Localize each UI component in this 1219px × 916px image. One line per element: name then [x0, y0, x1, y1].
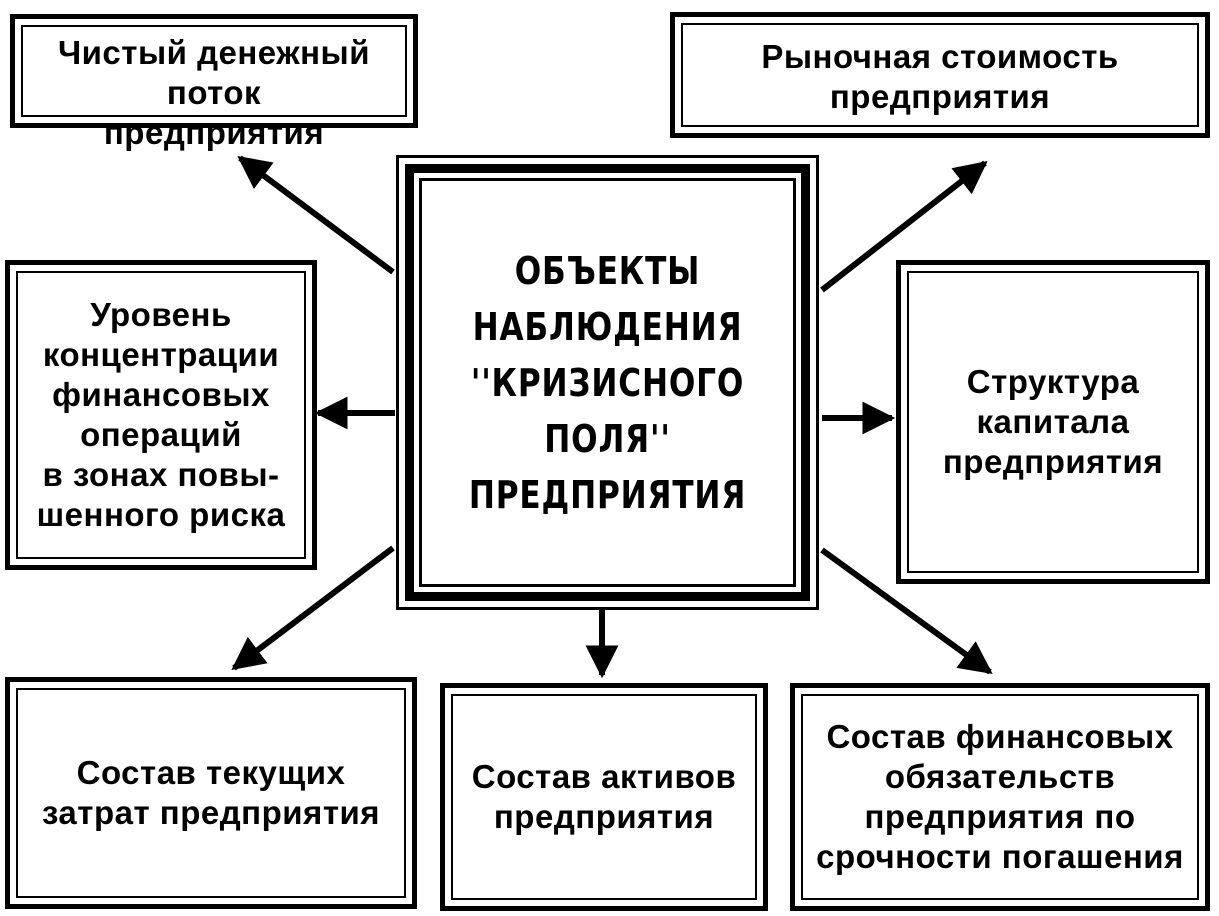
center-box: ОБЪЕКТЫ НАБЛЮДЕНИЯ ''КРИЗИСНОГО ПОЛЯ'' П… [396, 155, 819, 610]
arrow-bottom-right [820, 547, 993, 675]
box-market-value: Рыночная стоимость предприятия [670, 12, 1210, 138]
arrow-top-right [820, 160, 988, 293]
box-net-cash-flow-label: Чистый денежный поток предприятия [57, 34, 371, 151]
box-current-costs-label: Состав текущих затрат предприятия [41, 754, 381, 831]
box-capital-structure: Структура капитала предприятия [896, 260, 1210, 584]
arrow-bottom-left [231, 545, 395, 671]
box-assets: Состав активов предприятия [440, 683, 768, 911]
box-risk-concentration: Уровень концентрации финансовых операций… [5, 260, 317, 570]
box-market-value-label: Рыночная стоимость предприятия [761, 38, 1119, 115]
box-net-cash-flow: Чистый денежный поток предприятия [10, 14, 418, 151]
box-financial-liabilities: Состав финансовых обязательств предприят… [790, 683, 1210, 911]
box-risk-concentration-label: Уровень концентрации финансовых операций… [36, 296, 286, 533]
center-title: ОБЪЕКТЫ НАБЛЮДЕНИЯ ''КРИЗИСНОГО ПОЛЯ'' П… [468, 248, 747, 517]
box-assets-label: Состав активов предприятия [471, 758, 737, 835]
arrow-top-left [237, 155, 395, 275]
box-capital-structure-label: Структура капитала предприятия [942, 363, 1164, 480]
box-financial-liabilities-label: Состав финансовых обязательств предприят… [816, 718, 1184, 875]
box-current-costs: Состав текущих затрат предприятия [5, 677, 417, 909]
